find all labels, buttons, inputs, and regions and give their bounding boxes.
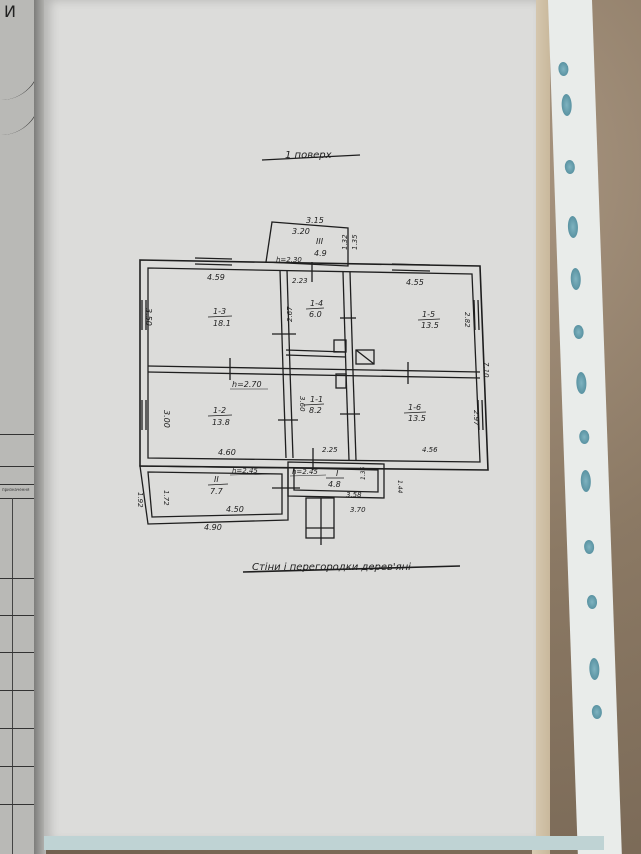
- room-area-1-5: 13.5: [421, 321, 439, 330]
- dim-room-1-2-width: 4.60: [218, 448, 236, 457]
- room-area-1-3: 18.1: [213, 319, 231, 328]
- floor-title: 1 поверх: [285, 150, 332, 161]
- height-annex-left: h=2.45: [232, 467, 258, 475]
- dim-room-1-6-width: 4.56: [422, 446, 438, 454]
- dim-room-1-1-height: 3.60: [298, 396, 306, 412]
- room-label-I: I: [336, 469, 339, 478]
- room-label-1-4: 1-4: [310, 299, 323, 308]
- room-area-II: 7.7: [210, 487, 224, 496]
- dim-room-1-2-height: 3.00: [162, 410, 171, 428]
- dim-annex-left-width-inner: 4.50: [226, 505, 244, 514]
- dim-top-porch-side-b: 1.35: [351, 234, 359, 250]
- dim-room-1-6-height: 2.97: [472, 410, 480, 426]
- room-label-1-2: 1-2: [213, 406, 226, 415]
- left-page-glyph: И: [4, 2, 16, 21]
- dim-room-1-1-width: 2.25: [322, 446, 338, 454]
- dim-room-1-4-height: 2.67: [286, 306, 294, 322]
- dim-room-1-3-height: 3.50: [144, 308, 153, 326]
- height-porch-top: h=2.30: [276, 256, 302, 264]
- room-label-II: II: [214, 475, 219, 484]
- room-area-1-4: 6.0: [309, 310, 322, 319]
- dim-top-porch-inner: 3.20: [292, 227, 310, 236]
- folder-bottom-edge: [44, 836, 604, 850]
- room-area-1-2: 13.8: [212, 418, 230, 427]
- room-label-1-6: 1-6: [408, 403, 421, 412]
- dim-annex-left-height-inner: 1.72: [162, 490, 170, 506]
- left-facing-page: И призначення: [0, 0, 41, 854]
- dim-annex-mid-height-outer: 1.44: [396, 480, 403, 494]
- room-label-1-5: 1-5: [422, 310, 435, 319]
- left-page-table: призначення: [0, 420, 34, 854]
- book-gutter: [34, 0, 46, 854]
- room-area-I: 4.8: [328, 480, 341, 489]
- dim-room-1-3-width: 4.59: [207, 273, 225, 282]
- dim-annex-left-height-outer: 1.92: [136, 492, 144, 508]
- dim-annex-left-width-outer: 4.90: [204, 523, 222, 532]
- room-label-III: III: [316, 237, 324, 246]
- room-area-1-1: 8.2: [309, 406, 322, 415]
- dim-room-1-4-width: 2.23: [292, 277, 308, 285]
- walls-note: Стіни і перегородки дерев'яні: [252, 561, 411, 573]
- room-area-III: 4.9: [314, 249, 327, 258]
- dim-right-total: 7.10: [482, 362, 490, 378]
- dim-room-1-5-height: 2.82: [463, 312, 471, 328]
- room-label-1-3: 1-3: [213, 307, 226, 316]
- floor-plan-sheet: [44, 0, 536, 842]
- room-area-1-6: 13.5: [408, 414, 426, 423]
- dim-top-porch-outer: 3.15: [306, 216, 324, 225]
- height-annex-mid: h=2.45: [292, 468, 318, 476]
- folder-edge: [532, 0, 550, 854]
- dim-room-1-5-width: 4.55: [406, 278, 424, 287]
- dim-annex-mid-width-inner: 3.58: [346, 491, 362, 499]
- room-label-1-1: 1-1: [310, 395, 323, 404]
- height-main: h=2.70: [232, 380, 262, 389]
- left-table-column-label: призначення: [2, 487, 30, 492]
- dim-top-porch-side-a: 1.32: [341, 234, 349, 250]
- dim-annex-mid-height-inner: 1.35: [360, 466, 367, 480]
- dim-annex-mid-width-outer: 3.70: [350, 506, 366, 514]
